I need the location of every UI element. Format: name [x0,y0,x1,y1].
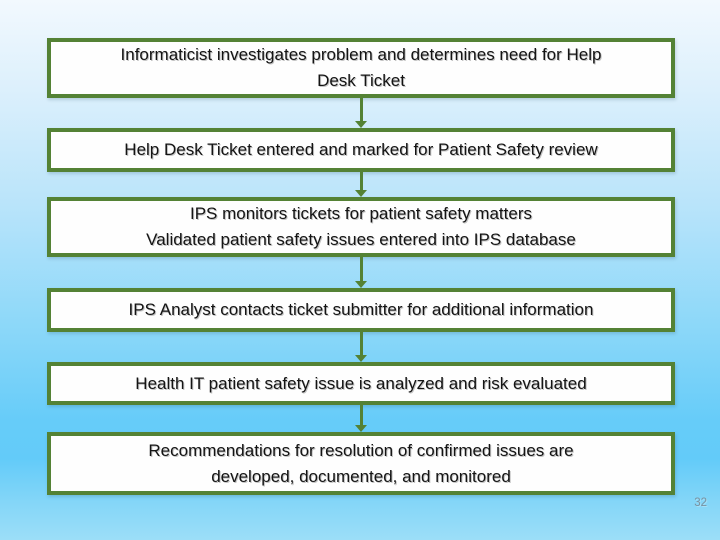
arrow-head [355,190,367,197]
arrow-head [355,355,367,362]
flow-step-6: Recommendations for resolution of confir… [47,432,675,495]
arrow-shaft [359,405,363,425]
down-arrow-icon [355,172,367,197]
arrow-shaft [359,332,363,355]
flow-step-3: IPS monitors tickets for patient safety … [47,197,675,257]
down-arrow-icon [355,98,367,128]
slide-page-number: 32 [694,497,707,509]
arrow-shaft [359,172,363,190]
down-arrow-icon [355,332,367,362]
down-arrow-icon [355,405,367,432]
flow-step-4-label: IPS Analyst contacts ticket submitter fo… [128,300,594,319]
arrow-shaft [359,257,363,281]
down-arrow-icon [355,257,367,288]
flow-step-4: IPS Analyst contacts ticket submitter fo… [47,288,675,332]
arrow-shaft [359,98,363,121]
flow-step-1-label: Informaticist investigates problem and d… [120,45,602,90]
arrow-head [355,281,367,288]
arrow-head [355,121,367,128]
flow-step-2: Help Desk Ticket entered and marked for … [47,128,675,172]
flow-step-6-label: Recommendations for resolution of confir… [148,440,574,486]
flow-step-5-label: Health IT patient safety issue is analyz… [135,373,587,393]
flow-step-2-label: Help Desk Ticket entered and marked for … [124,140,598,159]
flow-step-5: Health IT patient safety issue is analyz… [47,362,675,405]
flow-step-1: Informaticist investigates problem and d… [47,38,675,98]
arrow-head [355,425,367,432]
flow-step-3-label: IPS monitors tickets for patient safety … [146,204,576,249]
